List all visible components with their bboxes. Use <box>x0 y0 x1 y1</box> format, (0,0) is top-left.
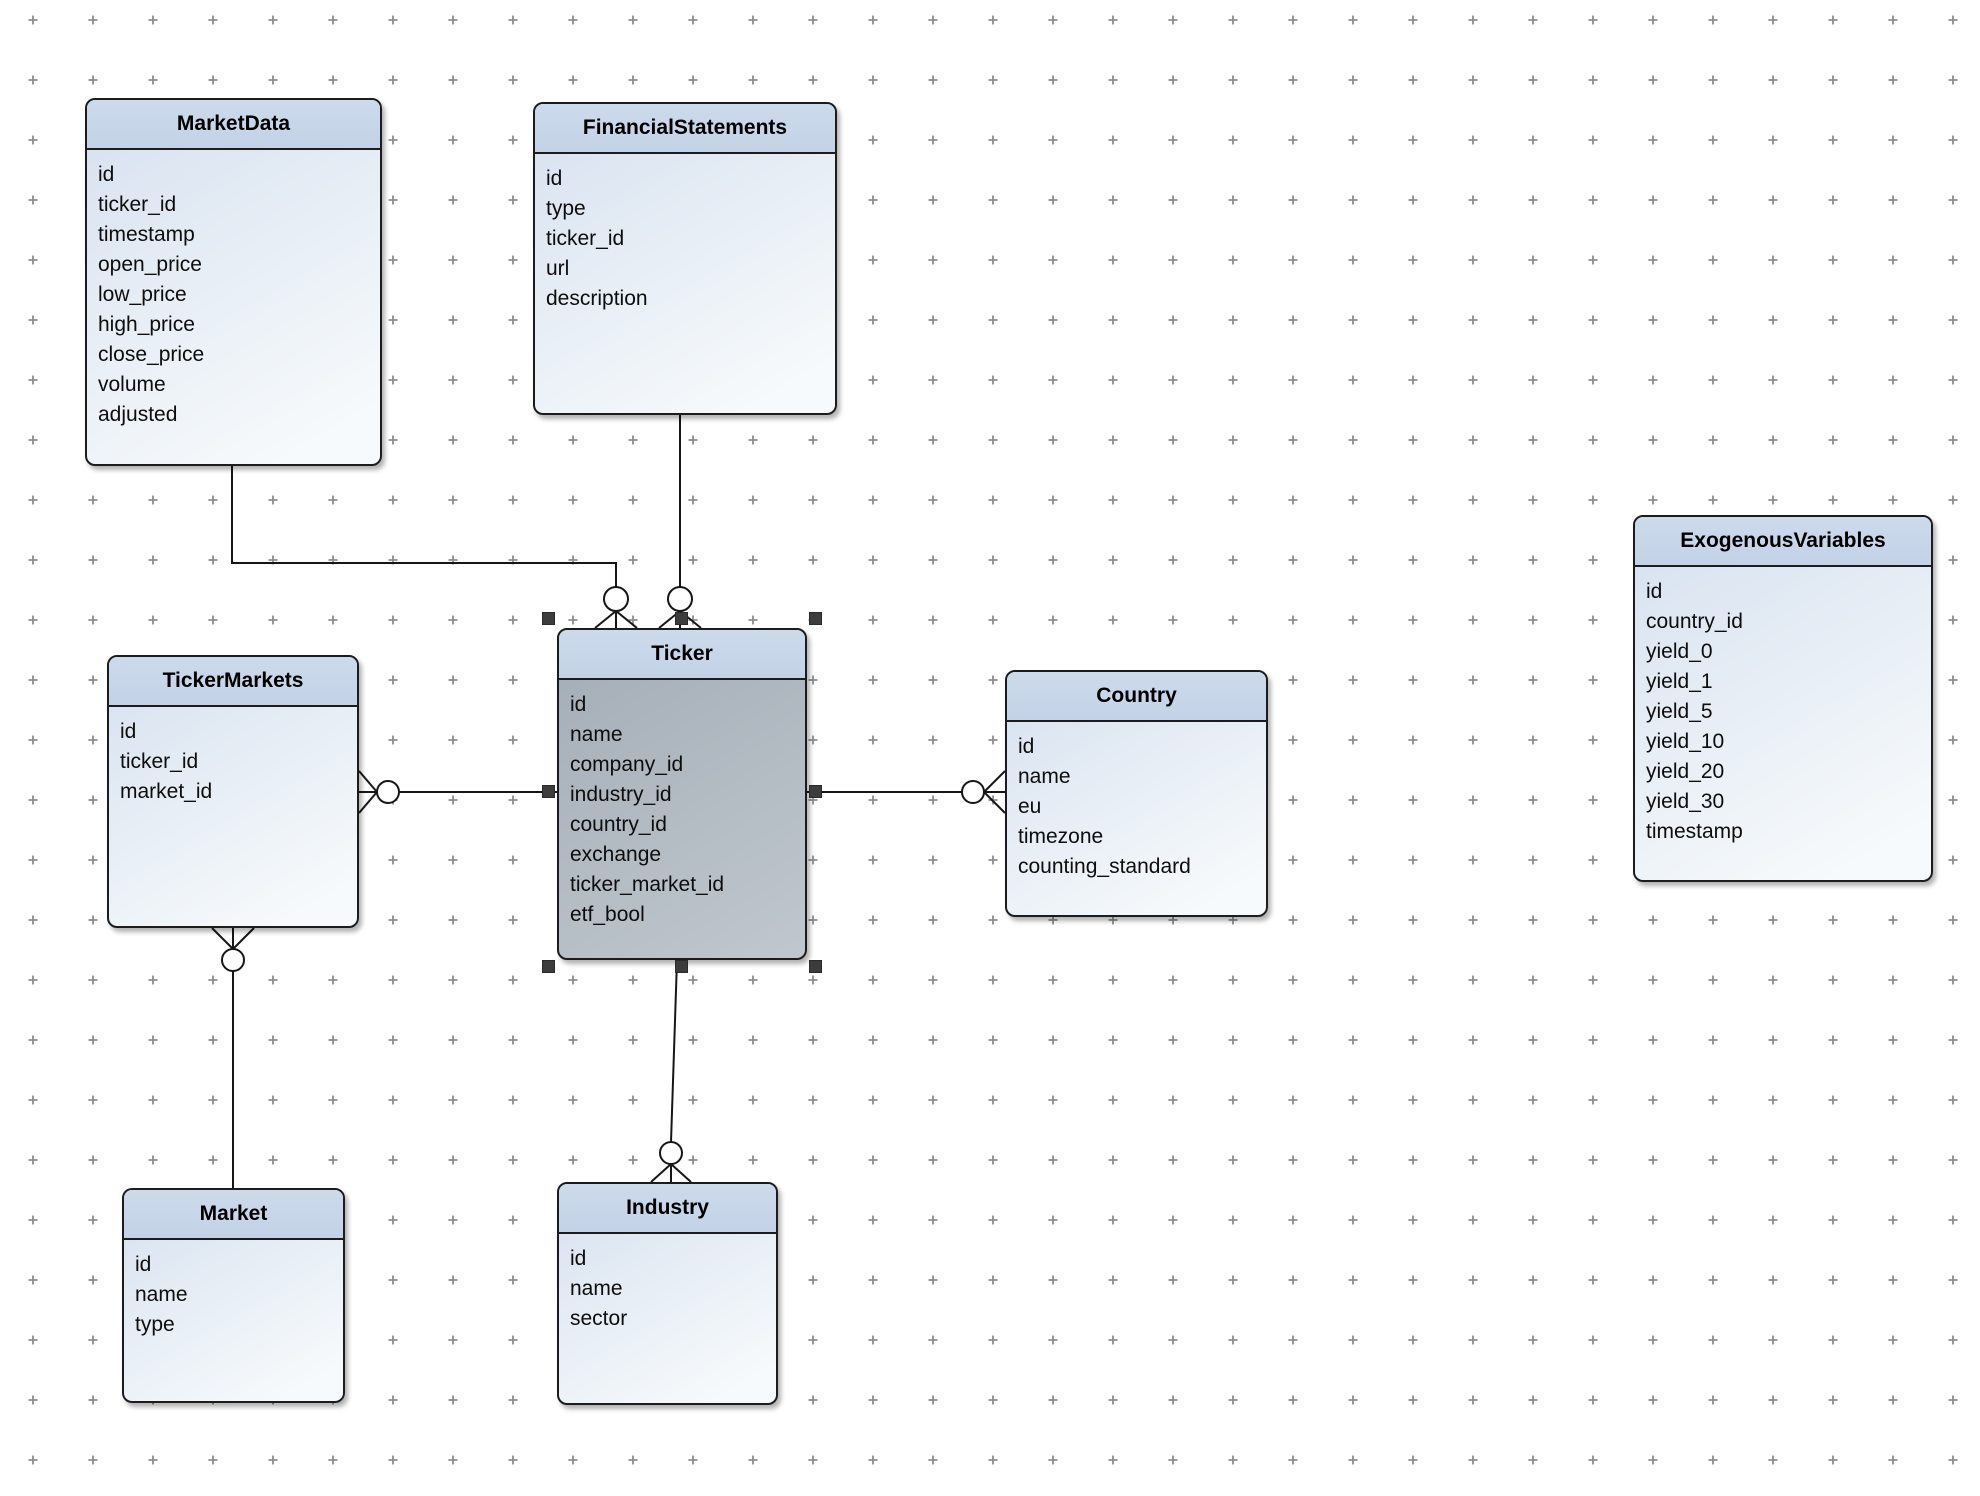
entity-field: id <box>1646 580 1663 603</box>
entity-field: counting_standard <box>1018 855 1191 878</box>
zero-marker <box>961 780 985 804</box>
entity-title[interactable]: ExogenousVariables <box>1635 517 1931 567</box>
entity-field: type <box>546 197 586 220</box>
entity-title[interactable]: Ticker <box>559 630 805 680</box>
relationship-marketdata-ticker[interactable] <box>231 466 638 629</box>
zero-marker <box>221 948 245 972</box>
entity-field: market_id <box>120 780 213 803</box>
entity-field: etf_bool <box>570 903 645 926</box>
entity-market[interactable]: Market id name type <box>122 1188 345 1403</box>
selection-handle-middle-right[interactable] <box>809 785 822 798</box>
entity-field: ticker_id <box>120 750 199 773</box>
entity-field: eu <box>1018 795 1042 818</box>
relationship-ticker-industry[interactable] <box>650 959 692 1183</box>
entity-field: id <box>98 163 115 186</box>
entity-title[interactable]: Country <box>1007 672 1266 722</box>
entity-field: type <box>135 1313 175 1336</box>
zero-marker <box>603 586 629 612</box>
selection-handle-top-middle[interactable] <box>675 612 688 625</box>
entity-tickermarkets[interactable]: TickerMarkets id ticker_id market_id <box>107 655 359 928</box>
entity-field: adjusted <box>98 403 178 426</box>
zero-marker <box>659 1141 683 1165</box>
zero-marker <box>667 586 693 612</box>
crowfoot-marker <box>594 610 638 629</box>
entity-field: open_price <box>98 253 202 276</box>
entity-field: url <box>546 257 570 280</box>
entity-field: timestamp <box>98 223 195 246</box>
entity-field: description <box>546 287 648 310</box>
entity-field: ticker_id <box>98 193 177 216</box>
entity-title[interactable]: TickerMarkets <box>109 657 357 707</box>
entity-field-list: id country_id yield_0 yield_1 yield_5 yield_1… <box>1635 567 1931 847</box>
entity-field: id <box>135 1253 152 1276</box>
crowfoot-marker <box>358 770 378 814</box>
crowfoot-marker <box>650 1163 692 1183</box>
entity-field: yield_1 <box>1646 670 1713 693</box>
entity-title[interactable]: Industry <box>559 1184 776 1234</box>
selection-handle-top-left[interactable] <box>542 612 555 625</box>
relationship-financialstatements-ticker[interactable] <box>658 415 702 629</box>
selection-handle-bottom-middle[interactable] <box>675 960 688 973</box>
entity-field: volume <box>98 373 166 396</box>
entity-field: id <box>546 167 563 190</box>
entity-field: close_price <box>98 343 205 366</box>
entity-field-list: id name type <box>124 1240 343 1340</box>
entity-field: ticker_id <box>546 227 625 250</box>
entity-field: industry_id <box>570 783 672 806</box>
entity-title[interactable]: Market <box>124 1190 343 1240</box>
entity-country[interactable]: Country id name eu timezone counting_standar… <box>1005 670 1268 917</box>
entity-field: ticker_market_id <box>570 873 725 896</box>
relationship-tickermarkets-ticker[interactable] <box>358 770 557 814</box>
entity-field: name <box>570 1277 623 1300</box>
entity-title[interactable]: MarketData <box>87 100 380 150</box>
entity-field: name <box>570 723 623 746</box>
entity-field: id <box>570 1247 587 1270</box>
entity-field: country_id <box>570 813 667 836</box>
entity-field: id <box>120 720 137 743</box>
entity-field: country_id <box>1646 610 1743 633</box>
selection-handle-top-right[interactable] <box>809 612 822 625</box>
entity-field: name <box>1018 765 1071 788</box>
entity-field: timezone <box>1018 825 1104 848</box>
entity-field: id <box>570 693 587 716</box>
crowfoot-marker <box>983 770 1006 814</box>
relationship-tickermarkets-market[interactable] <box>211 927 255 1188</box>
entity-field-list: id ticker_id market_id <box>109 707 357 807</box>
entity-industry[interactable]: Industry id name sector <box>557 1182 778 1405</box>
entity-field: low_price <box>98 283 187 306</box>
entity-field: name <box>135 1283 188 1306</box>
entity-field: timestamp <box>1646 820 1743 843</box>
entity-field: high_price <box>98 313 195 336</box>
entity-field: yield_20 <box>1646 760 1725 783</box>
selection-handle-bottom-left[interactable] <box>542 960 555 973</box>
entity-field: exchange <box>570 843 662 866</box>
selection-handle-bottom-right[interactable] <box>809 960 822 973</box>
entity-field: yield_5 <box>1646 700 1713 723</box>
entity-field: yield_30 <box>1646 790 1725 813</box>
crowfoot-marker <box>211 927 255 950</box>
relationship-ticker-country[interactable] <box>807 770 1006 814</box>
entity-field: id <box>1018 735 1035 758</box>
entity-marketdata[interactable]: MarketData id ticker_id timestamp open_pric… <box>85 98 382 466</box>
entity-field-list: id name sector <box>559 1234 776 1334</box>
entity-field: company_id <box>570 753 684 776</box>
entity-field-list: id name eu timezone counting_standard <box>1007 722 1266 882</box>
entity-field: sector <box>570 1307 628 1330</box>
entity-field: yield_10 <box>1646 730 1725 753</box>
selection-handle-middle-left[interactable] <box>542 785 555 798</box>
zero-marker <box>376 780 400 804</box>
entity-title[interactable]: FinancialStatements <box>535 104 835 154</box>
entity-field: yield_0 <box>1646 640 1713 663</box>
